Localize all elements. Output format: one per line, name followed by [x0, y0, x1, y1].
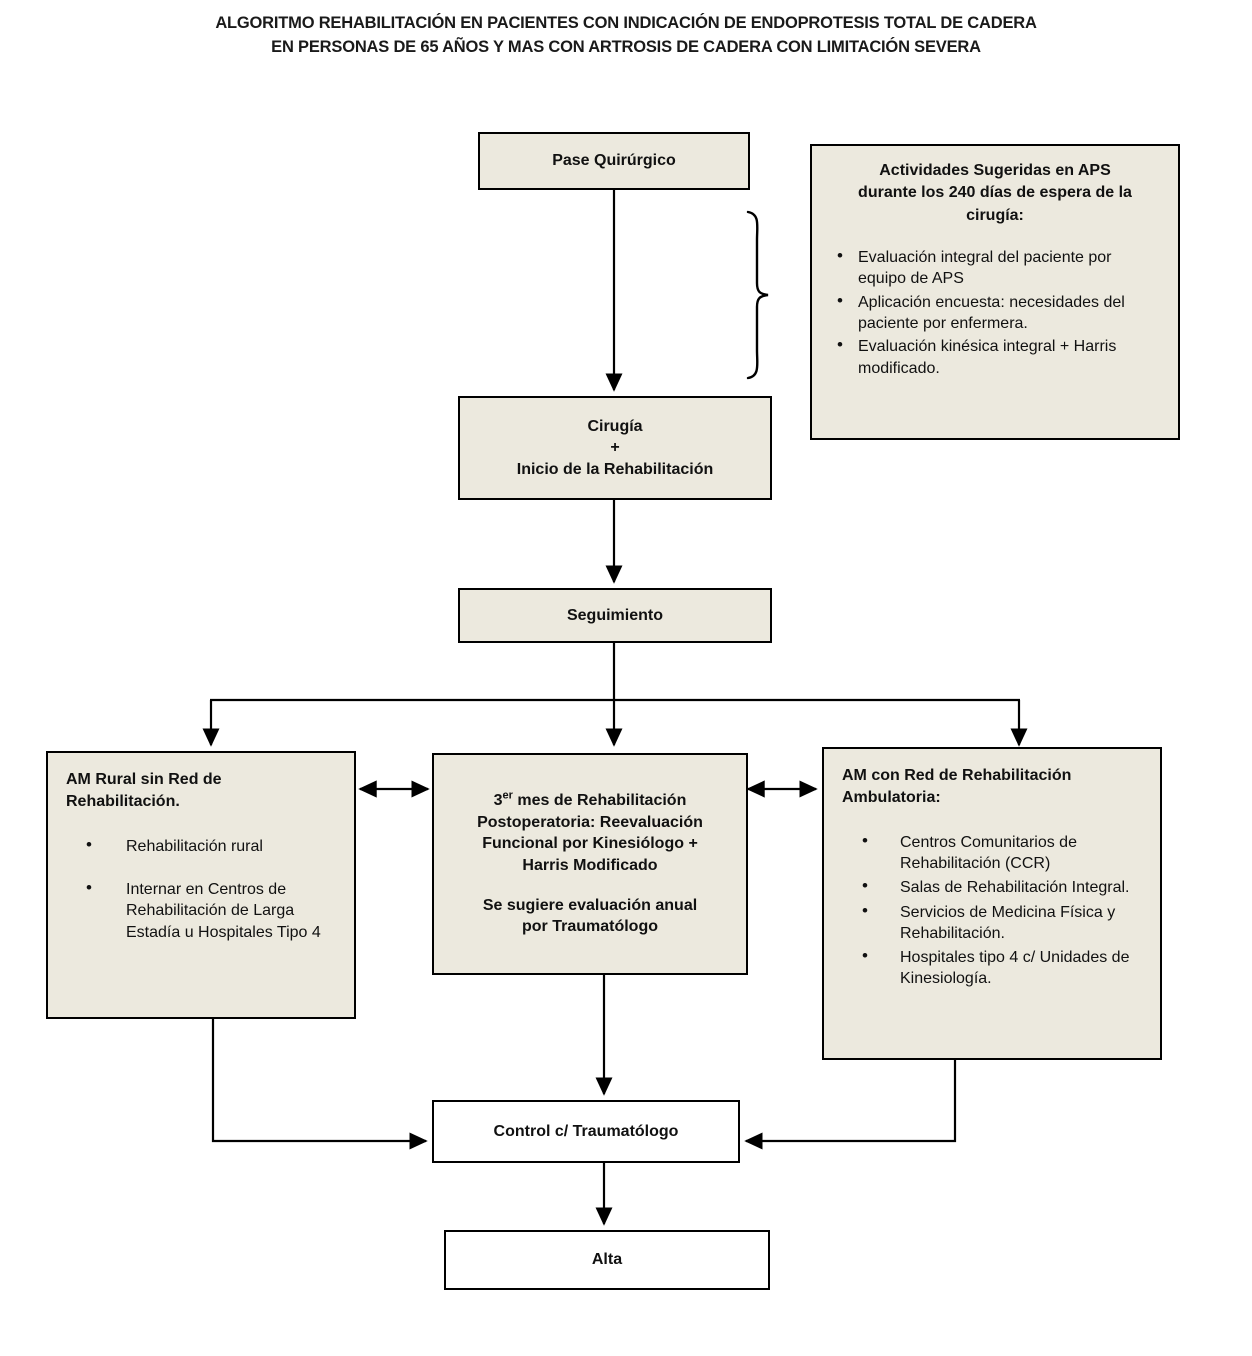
node-seguimiento[interactable]: Seguimiento — [458, 588, 772, 643]
node-control-traumatologo[interactable]: Control c/ Traumatólogo — [432, 1100, 740, 1163]
node-cirugia-line-3: Inicio de la Rehabilitación — [516, 460, 714, 478]
panel-am-rural-sin-red[interactable]: AM Rural sin Red de Rehabilitación. Reha… — [46, 751, 356, 1019]
node-cirugia-line-1: Cirugía — [587, 417, 643, 435]
panel-aps-bullet-list: Evaluación integral del paciente por equ… — [828, 246, 1162, 381]
panel-am-con-red-ambulatoria[interactable]: AM con Red de Rehabilitación Ambulatoria… — [822, 747, 1162, 1060]
page-title: ALGORITMO REHABILITACIÓN EN PACIENTES CO… — [0, 12, 1252, 60]
list-item: Centros Comunitarios de Rehabilitación (… — [842, 831, 1148, 875]
node-control-traumatologo-label: Control c/ Traumatólogo — [493, 1122, 679, 1140]
node-tercer-mes-line-4: Harris Modificado — [522, 857, 658, 874]
node-alta-label: Alta — [591, 1251, 623, 1269]
node-pase-quirurgico[interactable]: Pase Quirúrgico — [478, 132, 750, 190]
panel-aps-heading-line-1: Actividades Sugeridas en APS — [879, 162, 1111, 179]
node-cirugia[interactable]: Cirugía + Inicio de la Rehabilitación — [458, 396, 772, 500]
list-item: Rehabilitación rural — [66, 835, 340, 857]
list-item: Internar en Centros de Rehabilitación de… — [66, 878, 340, 943]
node-tercer-mes-ordinal-superscript: er — [502, 789, 513, 802]
node-tercer-mes-sub-line-2: por Traumatólogo — [522, 918, 658, 936]
panel-aps-heading-line-2: durante los 240 días de espera de la — [858, 184, 1132, 202]
panel-ambulatoria-heading-line-1: AM con Red de Rehabilitación — [842, 767, 1072, 784]
node-seguimiento-label: Seguimiento — [566, 606, 663, 624]
node-tercer-mes-line-3: Funcional por Kinesiólogo + — [482, 835, 698, 853]
node-tercer-mes-rehabilitacion[interactable]: 3er mes de Rehabilitación Postoperatoria… — [432, 753, 748, 975]
panel-ambulatoria-bullet-list: Centros Comunitarios de Rehabilitación (… — [842, 831, 1148, 993]
list-item: Salas de Rehabilitación Integral. — [842, 876, 1148, 898]
panel-actividades-sugeridas-aps[interactable]: Actividades Sugeridas en APS durante los… — [810, 144, 1180, 440]
panel-rural-bullet-list: Rehabilitación rural Internar en Centros… — [66, 835, 340, 965]
panel-rural-heading: AM Rural sin Red de Rehabilitación. — [66, 769, 340, 814]
list-item: Evaluación kinésica integral + Harris mo… — [828, 335, 1162, 379]
panel-aps-heading: Actividades Sugeridas en APS durante los… — [828, 160, 1162, 227]
curly-brace-icon — [746, 210, 769, 380]
list-item: Aplicación encuesta: necesidades del pac… — [828, 291, 1162, 335]
panel-ambulatoria-heading: AM con Red de Rehabilitación Ambulatoria… — [842, 765, 1148, 810]
node-tercer-mes-line-1: 3er mes de Rehabilitación — [493, 789, 687, 810]
connector-ambulatoria-to-control — [744, 1060, 957, 1150]
list-item: Evaluación integral del paciente por equ… — [828, 246, 1162, 290]
connector-rural-to-control — [211, 1019, 428, 1150]
list-item: Servicios de Medicina Física y Rehabilit… — [842, 901, 1148, 945]
connector-seguimiento-branch — [202, 643, 1028, 747]
node-tercer-mes-sub-line-1: Se sugiere evaluación anual — [482, 896, 698, 914]
node-cirugia-line-2: + — [610, 439, 620, 457]
title-line-2: EN PERSONAS DE 65 AÑOS Y MAS CON ARTROSI… — [271, 37, 981, 56]
node-tercer-mes-line-2: Postoperatoria: Reevaluación — [477, 813, 703, 831]
title-line-1: ALGORITMO REHABILITACIÓN EN PACIENTES CO… — [215, 14, 1037, 32]
node-alta[interactable]: Alta — [444, 1230, 770, 1290]
node-pase-quirurgico-label: Pase Quirúrgico — [552, 152, 676, 170]
list-item: Hospitales tipo 4 c/ Unidades de Kinesio… — [842, 946, 1148, 990]
panel-rural-heading-line-1: AM Rural sin Red de — [66, 771, 222, 788]
panel-rural-heading-line-2: Rehabilitación. — [66, 793, 180, 811]
panel-ambulatoria-heading-line-2: Ambulatoria: — [842, 789, 941, 807]
panel-aps-heading-line-3: cirugía: — [966, 206, 1024, 224]
